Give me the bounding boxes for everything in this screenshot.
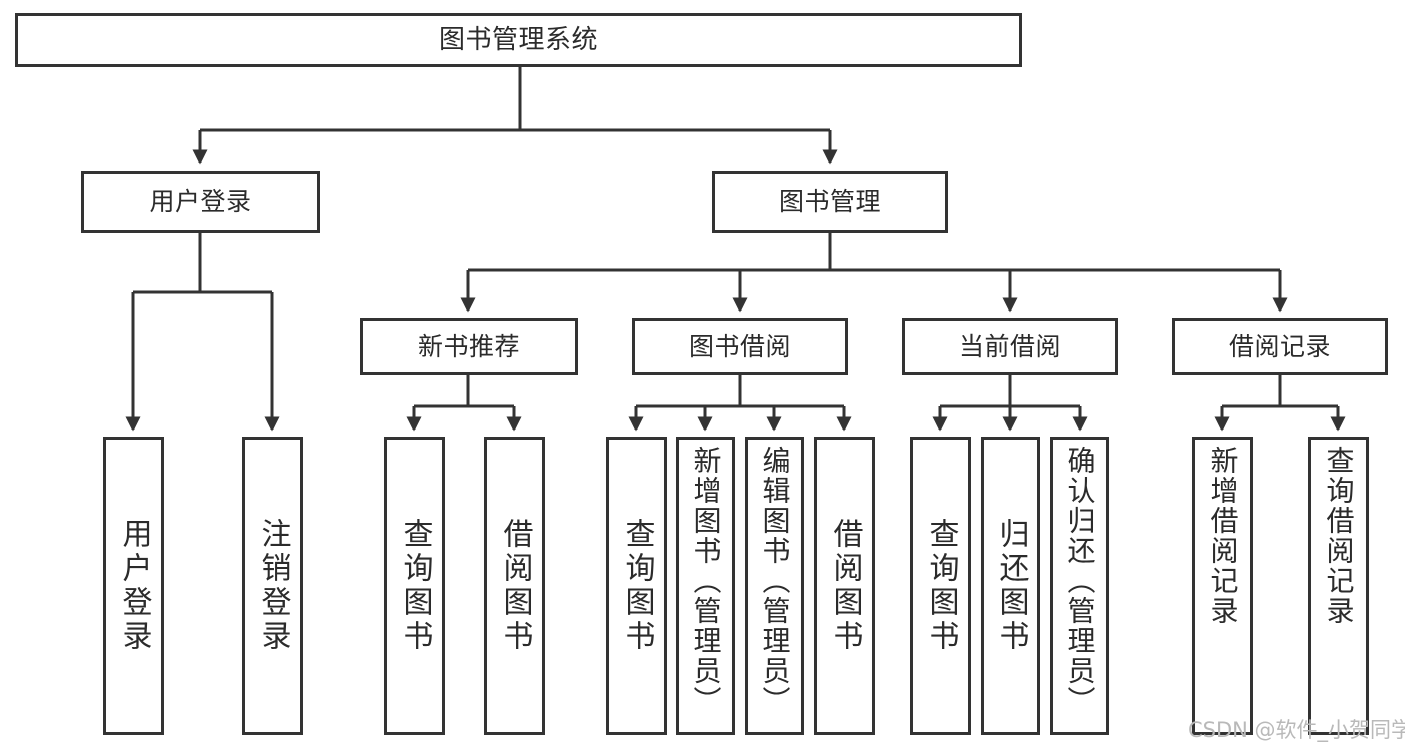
node-book-borrow[interactable]: 图书借阅	[632, 318, 848, 375]
node-new-book-recommend[interactable]: 新书推荐	[360, 318, 578, 375]
node-label: 当前借阅	[958, 331, 1061, 361]
node-book-management[interactable]: 图书管理	[712, 171, 948, 233]
leaf-book-borrow-borrow[interactable]: 借阅图书	[814, 437, 875, 735]
node-label: 图书管理系统	[438, 24, 598, 55]
leaf-user-login-login[interactable]: 用户登录	[103, 437, 164, 735]
node-label: 归还图书	[993, 518, 1029, 654]
leaf-new-book-query[interactable]: 查询图书	[384, 437, 445, 735]
node-label: 用户登录	[116, 518, 152, 654]
leaf-current-borrow-return[interactable]: 归还图书	[981, 437, 1040, 735]
leaf-borrow-record-add[interactable]: 新增借阅记录	[1192, 437, 1253, 735]
leaf-book-borrow-edit[interactable]: 编辑图书（管理员）	[745, 437, 804, 735]
node-current-borrow[interactable]: 当前借阅	[902, 318, 1118, 375]
node-root-system[interactable]: 图书管理系统	[15, 13, 1022, 67]
node-label: 确认归还（管理员）	[1063, 446, 1097, 716]
node-label: 用户登录	[149, 187, 252, 217]
node-label: 图书借阅	[688, 331, 791, 361]
node-label: 查询图书	[619, 518, 655, 654]
node-borrow-record[interactable]: 借阅记录	[1172, 318, 1388, 375]
leaf-new-book-borrow[interactable]: 借阅图书	[484, 437, 545, 735]
leaf-current-borrow-query[interactable]: 查询图书	[910, 437, 971, 735]
node-label: 查询图书	[397, 518, 433, 654]
csdn-watermark: CSDN @软件_小贺同学	[1188, 718, 1405, 742]
leaf-user-login-logout[interactable]: 注销登录	[242, 437, 303, 735]
node-label: 新书推荐	[417, 331, 520, 361]
node-label: 查询图书	[923, 518, 959, 654]
node-label: 查询借阅记录	[1322, 446, 1356, 626]
leaf-book-borrow-query[interactable]: 查询图书	[606, 437, 667, 735]
node-label: 注销登录	[255, 518, 291, 654]
leaf-current-borrow-confirm-return[interactable]: 确认归还（管理员）	[1050, 437, 1109, 735]
node-user-login[interactable]: 用户登录	[81, 171, 320, 233]
node-label: 借阅图书	[827, 518, 863, 654]
leaf-borrow-record-query[interactable]: 查询借阅记录	[1308, 437, 1369, 735]
node-label: 新增图书（管理员）	[689, 446, 723, 716]
node-label: 新增借阅记录	[1206, 446, 1240, 626]
node-label: 借阅图书	[497, 518, 533, 654]
leaf-book-borrow-add[interactable]: 新增图书（管理员）	[676, 437, 735, 735]
node-label: 编辑图书（管理员）	[758, 446, 792, 716]
node-label: 借阅记录	[1228, 331, 1331, 361]
node-label: 图书管理	[778, 187, 881, 217]
